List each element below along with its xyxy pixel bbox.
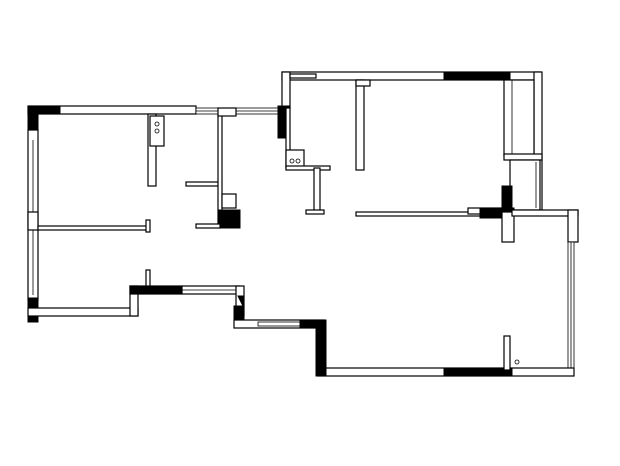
wall-room-divider-hook bbox=[355, 79, 371, 87]
wall-center-bottom bbox=[195, 223, 221, 229]
living-area-walls bbox=[233, 185, 579, 377]
fixture-icon bbox=[278, 115, 284, 121]
wall-balcony-box bbox=[503, 153, 543, 161]
wall-top-left-post bbox=[281, 71, 291, 109]
column-lower-vertical bbox=[315, 319, 327, 377]
right-top-room-walls bbox=[277, 71, 543, 215]
window-lower-left bbox=[257, 321, 301, 327]
wall-kitchen-sink-box bbox=[149, 115, 165, 147]
window-right-upper bbox=[503, 79, 535, 157]
wall-center-vertical bbox=[217, 113, 223, 227]
column-left-top-corner-v bbox=[27, 105, 39, 131]
living-fixture-icon bbox=[514, 359, 520, 365]
wall-center-cap bbox=[217, 107, 237, 117]
column-top-right bbox=[443, 71, 511, 81]
wall-living-bottom-post bbox=[503, 335, 511, 371]
wall-center-door bbox=[221, 193, 237, 209]
wall-room-stem bbox=[313, 167, 321, 213]
left-bedroom-walls bbox=[27, 105, 197, 323]
wall-center-stub bbox=[185, 181, 221, 187]
wall-balcony-inner bbox=[509, 159, 541, 211]
center-service-walls bbox=[147, 107, 279, 317]
wall-room-stem-foot bbox=[305, 209, 325, 215]
sink-icon-2 bbox=[154, 128, 160, 134]
column-left-step bbox=[129, 285, 183, 295]
sink-icon-1 bbox=[154, 121, 160, 127]
wall-living-right-post bbox=[501, 211, 515, 243]
wall-room-bottom bbox=[285, 165, 331, 171]
door-swing-icon bbox=[237, 295, 244, 307]
bath-icon-2 bbox=[295, 158, 301, 164]
bath-icon-1 bbox=[289, 158, 295, 164]
wall-room-bath-box bbox=[285, 149, 305, 169]
window-top-left bbox=[289, 73, 317, 79]
column-living-bottom bbox=[443, 367, 513, 377]
wall-left-bottom bbox=[27, 307, 139, 317]
wall-kitchen-left bbox=[147, 113, 157, 187]
wall-bedroom-partition-end bbox=[145, 219, 151, 233]
wall-small-stub bbox=[145, 269, 151, 287]
wall-left-divider-stub bbox=[27, 211, 39, 231]
wall-bedroom-partition bbox=[37, 225, 149, 231]
wall-living-right-cap bbox=[567, 209, 579, 243]
column-center bbox=[217, 209, 241, 229]
wall-room-divider bbox=[355, 79, 365, 171]
